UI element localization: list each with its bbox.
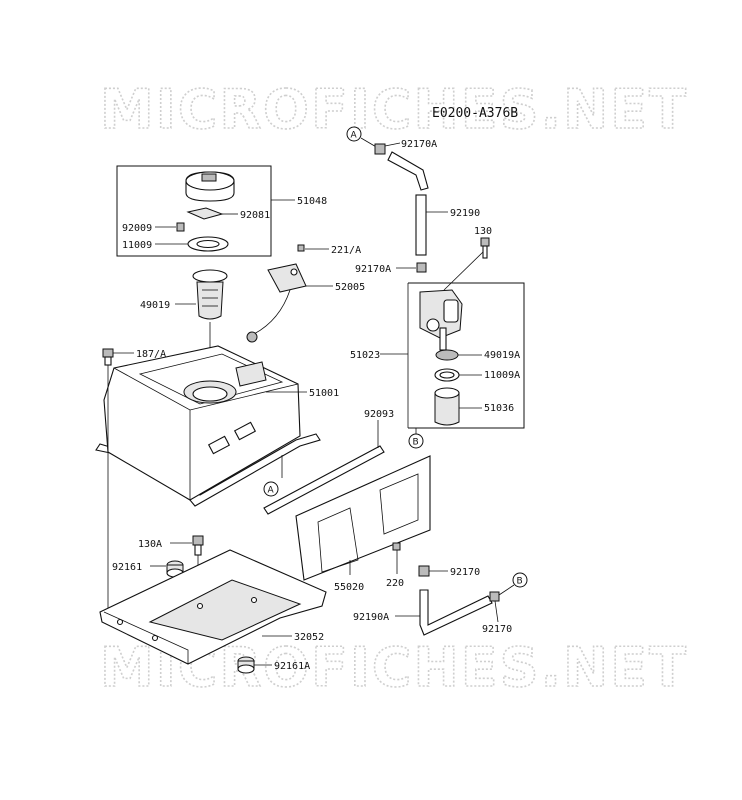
label-92093: 92093 — [364, 409, 394, 420]
strip-92093: 92093 — [263, 409, 394, 515]
label-92081: 92081 — [240, 210, 270, 221]
label-92161a: 92161A — [274, 661, 310, 672]
callout-a-top — [346, 126, 362, 142]
callout-b-cock-label: B — [413, 438, 419, 448]
label-220: 220 — [386, 578, 404, 589]
gauge-plate — [267, 263, 307, 293]
clip-92170-right — [418, 565, 430, 577]
callout-a-tank — [263, 481, 279, 497]
tank-body — [103, 345, 301, 501]
cap-92161a: 92161A — [237, 656, 310, 674]
fuel-gauge-52005: 52005 221/A — [246, 244, 365, 343]
label-221a: 221/A — [331, 245, 361, 256]
cover-55020: 55020 220 — [295, 455, 431, 593]
label-49019a: 49019A — [484, 350, 520, 361]
label-92170-right: 92170 — [450, 567, 480, 578]
label-130-top: 130 — [474, 226, 492, 237]
gauge-float — [246, 331, 258, 343]
label-51048: 51048 — [297, 196, 327, 207]
label-55020: 55020 — [334, 582, 364, 593]
label-51001: 51001 — [309, 388, 339, 399]
callout-b-hose-label: B — [517, 577, 523, 587]
label-52005: 52005 — [335, 282, 365, 293]
label-92190: 92190 — [450, 208, 480, 219]
label-92190a: 92190A — [353, 612, 389, 623]
screw-92009 — [176, 222, 185, 232]
label-92161: 92161 — [112, 562, 142, 573]
callout-a-tank-label: A — [268, 486, 275, 496]
label-92170a-top: 92170A — [401, 139, 437, 150]
label-51023: 51023 — [350, 350, 380, 361]
fuel-cock-assembly: 51023 130 92170A 49019A 11009A 51036 B — [350, 226, 525, 449]
hose-92190 — [415, 194, 427, 256]
label-11009a: 11009A — [484, 370, 520, 381]
label-11009: 11009 — [122, 240, 152, 251]
screw-221a — [297, 244, 305, 252]
label-49019: 49019 — [140, 300, 170, 311]
o-ring-49019a — [435, 349, 459, 361]
label-130a: 130A — [138, 539, 162, 550]
strainer-49019: 49019 — [140, 269, 228, 320]
fuel-cap-assembly: 51048 92081 92009 11009 — [116, 165, 327, 257]
tank-gauge-seat — [235, 361, 267, 387]
fuel-hose-bottom-assembly: 92170 92190A 92170 B — [353, 565, 528, 636]
fuel-tank-51001: 51001 A — [95, 345, 339, 507]
label-51036: 51036 — [484, 403, 514, 414]
diagram-code: E0200-A376B — [432, 106, 518, 121]
fuel-hose-top-assembly: A 92170A 92190 — [346, 126, 480, 256]
plate-92081 — [186, 207, 224, 220]
callout-a-top-label: A — [351, 131, 358, 141]
callout-b-hose — [512, 572, 528, 588]
screw-220 — [392, 542, 401, 551]
label-92170-bottom: 92170 — [482, 624, 512, 635]
bracket-32052: 32052 — [99, 549, 327, 665]
bolt-187a: 187/A — [102, 348, 166, 610]
clip-92170a-top — [374, 143, 386, 155]
callout-b-cock — [408, 433, 424, 449]
label-92170a-mid: 92170A — [355, 264, 391, 275]
cup-51036 — [434, 392, 460, 426]
clip-92170-bottom — [489, 591, 500, 602]
label-92009: 92009 — [122, 223, 152, 234]
label-32052: 32052 — [294, 632, 324, 643]
label-187a: 187/A — [136, 349, 166, 360]
clip-92170a-mid — [416, 262, 427, 273]
watermark-top: MICROFICHES.NET — [100, 78, 688, 141]
hose-92190-bend — [387, 151, 429, 191]
